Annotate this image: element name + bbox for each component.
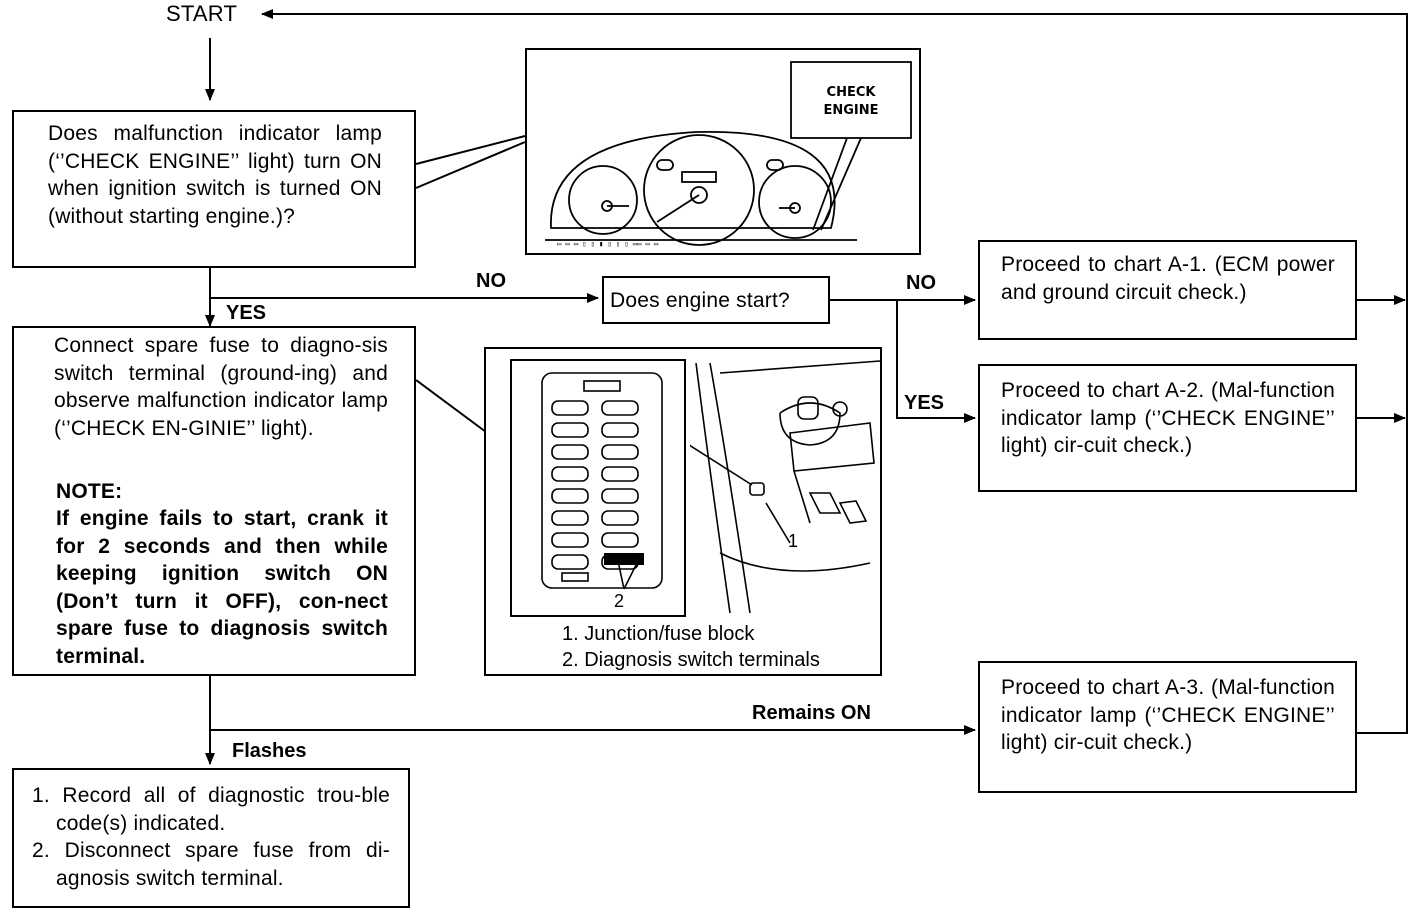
fuse-block-drawing <box>541 372 688 590</box>
chart-a1-box: Proceed to chart A-1. (ECM power and gro… <box>978 240 1357 340</box>
arrow-q2-yes-to-a2 <box>896 300 976 423</box>
chart-a2-text: Proceed to chart A-2. (Mal-function indi… <box>1001 379 1335 457</box>
question-check-engine-lamp-text: Does malfunction indicator lamp (‘’CHECK… <box>48 122 382 228</box>
record-item-1: 1. Record all of diagnostic trou-ble cod… <box>32 784 390 835</box>
fuse-callout-2: 2 <box>614 591 625 611</box>
chart-a1-text: Proceed to chart A-1. (ECM power and gro… <box>1001 253 1335 304</box>
record-codes-box: 1. Record all of diagnostic trou-ble cod… <box>12 768 410 908</box>
instrument-cluster-drawing: ▭ ▭ ▭ ▯ ▯ ▮ ▯ ▯ ▯ ▭▭ ▭ ▭ <box>545 61 912 248</box>
yes-label-q2: YES <box>904 392 945 414</box>
question-engine-start-box: Does engine start? <box>602 276 830 324</box>
fuse-legend-2: 2. Diagnosis switch terminals <box>562 649 820 671</box>
chart-a3-box: Proceed to chart A-3. (Mal-function indi… <box>978 661 1357 793</box>
check-engine-callout-text: CHECK ENGINE <box>823 85 879 118</box>
question-check-engine-lamp-box: Does malfunction indicator lamp (‘’CHECK… <box>12 110 416 268</box>
remains-on-label: Remains ON <box>752 702 871 724</box>
chart-a2-box: Proceed to chart A-2. (Mal-function indi… <box>978 364 1357 492</box>
note-title: NOTE: <box>56 480 123 503</box>
leader-q1-cluster <box>415 141 526 189</box>
connect-spare-fuse-box: Connect spare fuse to diagno-sis switch … <box>12 326 416 676</box>
dashboard-drawing <box>690 360 880 614</box>
chart-a3-text: Proceed to chart A-3. (Mal-function indi… <box>1001 676 1335 754</box>
flashes-label: Flashes <box>232 740 307 762</box>
instrument-cluster-figure: ▭ ▭ ▭ ▯ ▯ ▮ ▯ ▯ ▯ ▭▭ ▭ ▭ CHECK ENGINE <box>525 48 921 255</box>
leader-q1-cluster <box>415 135 526 165</box>
return-line-to-start <box>261 9 1408 734</box>
fuse-callout-1: 1 <box>788 531 799 551</box>
fuse-block-figure: 2 1 1. Junction/fuse block 2. Diagnosis … <box>484 347 882 676</box>
record-item-2: 2. Disconnect spare fuse from di-agnosis… <box>32 839 390 890</box>
svg-text:▭ ▭ ▭ ▯ ▯ ▮ ▯ ▯ ▯ ▭▭ ▭ ▭: ▭ ▭ ▭ ▯ ▯ ▮ ▯ ▯ ▯ ▭▭ ▭ ▭ <box>557 240 658 248</box>
start-label: START <box>166 1 238 26</box>
fuse-legend-1: 1. Junction/fuse block <box>562 623 755 645</box>
leader-step-fuse <box>415 379 487 433</box>
question-engine-start-text: Does engine start? <box>610 289 790 312</box>
fuse-block-inset: 2 <box>510 359 688 617</box>
no-label-q2: NO <box>906 272 936 294</box>
no-label-q1: NO <box>476 270 506 292</box>
record-list: 1. Record all of diagnostic trou-ble cod… <box>32 782 390 892</box>
note-text: If engine fails to start, crank it for 2… <box>56 507 388 668</box>
connect-spare-fuse-text: Connect spare fuse to diagno-sis switch … <box>54 334 388 440</box>
yes-label-q1: YES <box>226 302 267 324</box>
